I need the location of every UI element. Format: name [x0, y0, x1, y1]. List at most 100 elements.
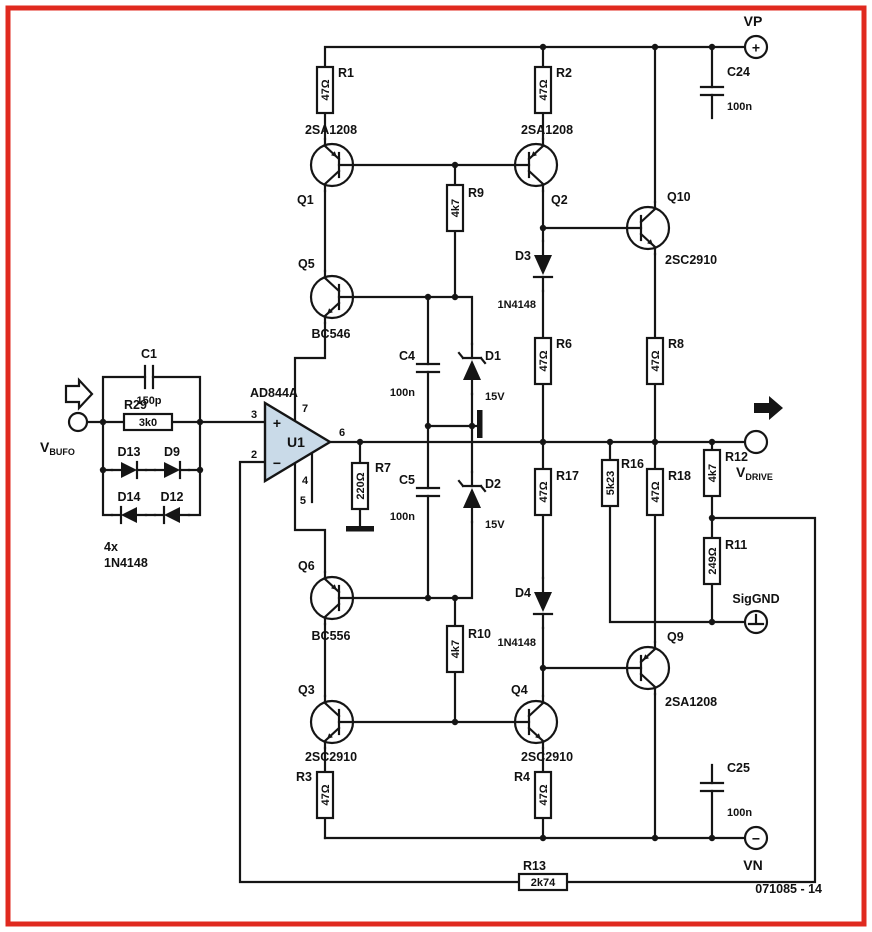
capacitor-C5-symbol — [415, 486, 441, 498]
sig-ground-icon — [747, 613, 765, 626]
label-Q2-ref: Q2 — [551, 193, 568, 207]
junction-dot — [424, 594, 432, 602]
label-Q5-ref: Q5 — [298, 257, 315, 271]
port-siggnd-label: SigGND — [732, 592, 779, 606]
wire-reference-lines — [351, 295, 474, 600]
wires — [85, 45, 817, 884]
junction-dot — [651, 43, 659, 51]
label-R10-ref: R10 — [468, 627, 491, 641]
junction-dot — [451, 161, 459, 169]
port-vbufo-label: VBUFO — [40, 439, 75, 457]
wire-left-column — [293, 111, 327, 840]
wire-bottom-rail — [323, 93, 747, 840]
label-D1-ref: D1 — [485, 349, 501, 363]
resistor-R12-body — [702, 448, 722, 498]
diode-D4-symbol — [532, 576, 554, 630]
label-Q4-ref: Q4 — [511, 683, 528, 697]
label-Q10-part: 2SC2910 — [665, 253, 717, 267]
label-R3-value: 47Ω — [320, 784, 332, 805]
port-vdrive-label: VDRIVE — [736, 464, 773, 482]
label-R8-ref: R8 — [668, 337, 684, 351]
junction-dot — [708, 514, 716, 522]
transistor-Q10-symbol — [625, 200, 671, 256]
transistor-Q6-symbol — [309, 570, 355, 626]
transistor-Q9-symbol — [625, 640, 671, 696]
label-R16-value: 5k23 — [605, 471, 617, 495]
label-D2-ref: D2 — [485, 477, 501, 491]
label-R16-ref: R16 — [621, 457, 644, 471]
resistor-R6-body — [533, 336, 553, 386]
junction-dot — [539, 438, 547, 446]
resistor-R2-body — [533, 65, 553, 115]
label-R7-ref: R7 — [375, 461, 391, 475]
opamp-pin-4-label: 4 — [302, 475, 309, 487]
capacitor-C24-symbol — [699, 85, 725, 97]
label-R29-value: 3k0 — [139, 417, 157, 429]
diode-D9-symbol — [153, 460, 191, 480]
label-Q10-ref: Q10 — [667, 190, 691, 204]
terminal-vdrive — [743, 429, 769, 455]
transistor-Q5-symbol — [309, 269, 355, 325]
opamp-pin-5-label: 5 — [300, 495, 306, 507]
label-R11-ref: R11 — [725, 538, 747, 552]
label-clamp-note-1: 4x — [104, 540, 118, 554]
wire-mid-ground — [426, 370, 479, 490]
label-R1-ref: R1 — [338, 66, 354, 80]
label-Q2-part: 2SA1208 — [521, 123, 573, 137]
zener-D1-symbol — [457, 342, 487, 396]
junction-dot — [651, 438, 659, 446]
junction-dot — [539, 224, 547, 232]
label-C4-ref: C4 — [399, 349, 415, 363]
label-R11-value: 249Ω — [707, 547, 719, 574]
label-C25-value: 100n — [727, 807, 752, 819]
capacitor-C25-symbol — [699, 781, 725, 793]
label-C4-value: 100n — [390, 387, 415, 399]
resistor-R16-body — [600, 458, 620, 508]
label-C24-value: 100n — [727, 101, 752, 113]
junction-dot — [451, 718, 459, 726]
junction-dot — [539, 834, 547, 842]
wire-drive-line — [328, 440, 747, 528]
label-R10-value: 4k7 — [450, 640, 462, 658]
transistor-Q1-symbol — [309, 137, 355, 193]
label-Q3-part: 2SC2910 — [305, 750, 357, 764]
junction-dot — [651, 834, 659, 842]
label-D1-value: 15V — [485, 391, 505, 403]
label-Q1-ref: Q1 — [297, 193, 314, 207]
labels: Q1 2SA1208 Q2 2SA1208 Q5 BC546 Q6 BC556 … — [104, 65, 822, 896]
label-R4-ref: R4 — [514, 770, 530, 784]
resistor-R29-body — [122, 412, 174, 432]
label-Q3-ref: Q3 — [298, 683, 315, 697]
label-D4-ref: D4 — [515, 586, 531, 600]
junction-dot — [606, 438, 614, 446]
opamp-body — [263, 400, 333, 484]
label-C1-value: 150p — [136, 395, 161, 407]
junction-dot — [451, 594, 459, 602]
transistors — [309, 137, 671, 750]
junction-dot — [468, 422, 476, 430]
resistor-R1-body — [315, 65, 335, 115]
resistor-R4-body — [533, 770, 553, 820]
label-R13-ref: R13 — [523, 859, 546, 873]
label-clamp-note-2: 1N4148 — [104, 556, 148, 570]
resistor-R9-body — [445, 183, 465, 233]
junction-dot — [539, 664, 547, 672]
label-R13-value: 2k74 — [531, 877, 556, 889]
junction-dot — [451, 293, 459, 301]
label-D4-value: 1N4148 — [497, 637, 536, 649]
opamp-part: AD844A — [250, 386, 298, 400]
resistor-R13-body — [517, 872, 569, 892]
label-R9-ref: R9 — [468, 186, 484, 200]
wire-mid-column — [541, 111, 629, 840]
capacitor-C4-symbol — [415, 362, 441, 374]
label-D3-value: 1N4148 — [497, 299, 536, 311]
opamp-pin-2-label: 2 — [251, 449, 257, 461]
junction-dot — [99, 466, 107, 474]
terminal-vbufo — [67, 411, 89, 433]
ground-bar-mid — [477, 410, 483, 438]
resistor-R17-body — [533, 467, 553, 517]
junction-dot — [424, 293, 432, 301]
opamp: U1 AD844A + − 3 2 7 4 5 6 — [250, 386, 345, 507]
label-R9-value: 4k7 — [450, 199, 462, 217]
output-arrow-icon — [754, 396, 783, 420]
